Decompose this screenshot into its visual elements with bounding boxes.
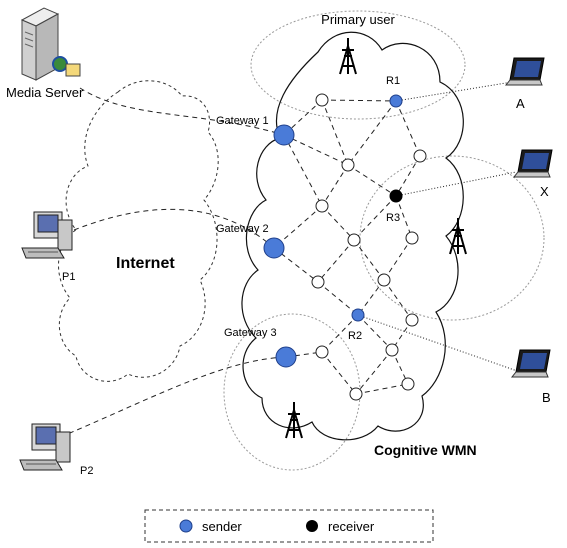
pc-p1-label: P1 — [62, 271, 75, 283]
relay-node — [377, 273, 391, 287]
legend-sender-marker — [179, 519, 193, 533]
r1-label: R1 — [386, 75, 400, 87]
gateway-3-node — [275, 346, 297, 368]
primary-user-range — [250, 10, 466, 120]
r3-label: R3 — [386, 212, 400, 224]
gateway-2-label: Gateway 2 — [216, 223, 269, 235]
relay-node — [401, 377, 415, 391]
gateway-3-label: Gateway 3 — [224, 327, 277, 339]
cognitive-wmn-label: Cognitive WMN — [374, 442, 477, 458]
relay-nodes — [311, 93, 427, 401]
antenna-tower-icon — [339, 37, 357, 75]
legend-receiver-marker — [306, 520, 318, 532]
relay-node — [405, 313, 419, 327]
internet-cloud — [58, 80, 219, 382]
r2-node — [351, 308, 365, 322]
pc-p2-label: P2 — [80, 465, 93, 477]
server-icon — [20, 7, 81, 81]
wireless-links — [357, 81, 521, 373]
internet-label: Internet — [116, 255, 175, 272]
relay-node — [341, 158, 355, 172]
r2-label: R2 — [348, 330, 362, 342]
cognitive-wmn-cloud — [241, 31, 464, 441]
relay-node — [413, 149, 427, 163]
desktop-pc-icon — [21, 211, 73, 259]
relay-node — [385, 343, 399, 357]
laptop-icon — [511, 349, 551, 378]
gateway-2-node — [263, 237, 285, 259]
antenna-tower-icon — [285, 401, 303, 439]
relay-node — [347, 233, 361, 247]
laptop-b-label: B — [542, 390, 551, 405]
wired-links — [43, 87, 287, 445]
r1-node — [389, 94, 403, 108]
relay-node — [349, 387, 363, 401]
r3-node — [389, 189, 403, 203]
laptop-icon — [513, 149, 553, 178]
relay-node — [315, 345, 329, 359]
relay-node — [311, 275, 325, 289]
desktop-pc-icon — [19, 423, 71, 471]
relay-node — [405, 231, 419, 245]
media-server-label: Media Server — [6, 85, 84, 100]
relay-node — [315, 199, 329, 213]
antenna-tower-icon — [449, 217, 467, 255]
gateway-1-label: Gateway 1 — [216, 115, 269, 127]
laptop-x-label: X — [540, 184, 549, 199]
laptop-a-label: A — [516, 96, 525, 111]
legend: sender receiver — [144, 509, 434, 543]
primary-user-label: Primary user — [321, 12, 395, 27]
gateway-1-node — [273, 124, 295, 146]
laptop-icon — [505, 57, 545, 86]
relay-node — [315, 93, 329, 107]
legend-sender-label: sender — [202, 519, 242, 534]
legend-receiver-label: receiver — [328, 519, 375, 534]
